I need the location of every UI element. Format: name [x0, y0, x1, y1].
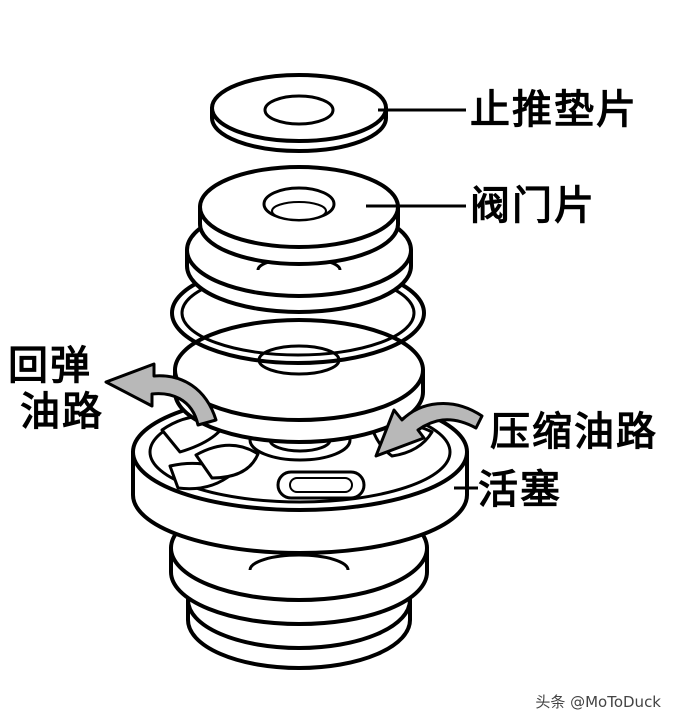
- watermark: 头条 @MoToDuck: [535, 693, 661, 711]
- valve-disc: [198, 165, 400, 266]
- label-rebound-line1: 回弹: [8, 343, 92, 389]
- compression-flow-arrow: [374, 402, 484, 458]
- label-valve-disc: 阀门片: [470, 183, 596, 229]
- label-rebound-line2: 油路: [20, 389, 104, 435]
- label-compression-path: 压缩油路: [490, 409, 658, 455]
- rebound-flow-arrow: [104, 362, 218, 427]
- label-thrust-washer: 止推垫片: [470, 87, 638, 133]
- middle-shim-disc: [173, 318, 425, 444]
- thrust-washer: [210, 73, 388, 153]
- label-piston: 活塞: [478, 467, 562, 513]
